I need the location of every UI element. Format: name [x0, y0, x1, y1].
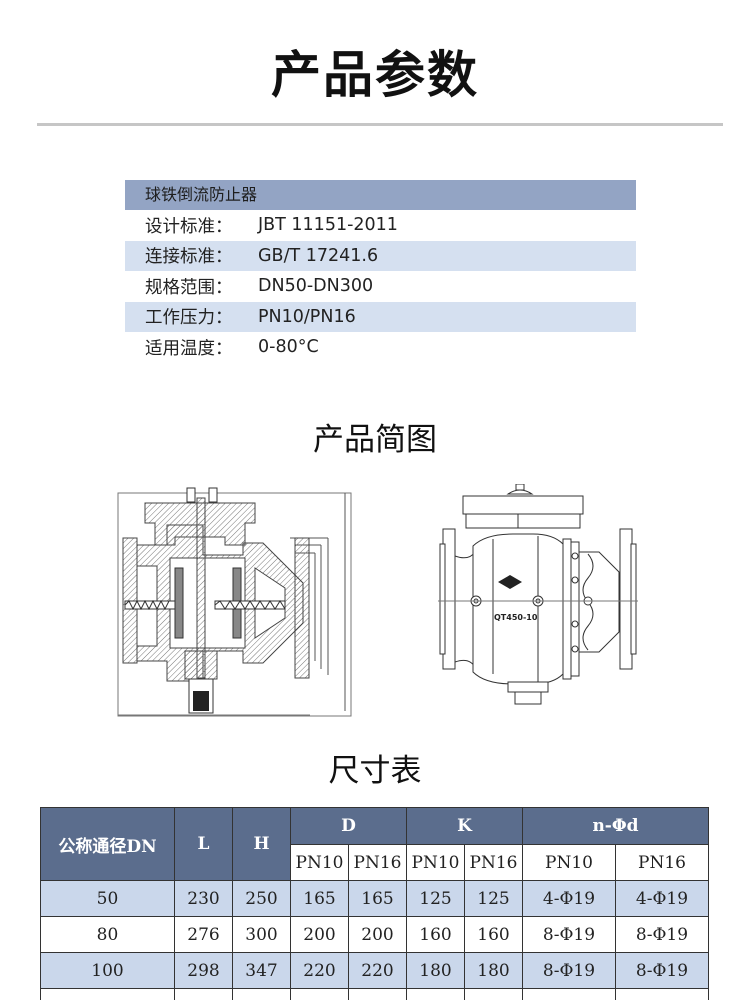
cell-d10: 220 [290, 952, 349, 989]
cell-k10: 180 [406, 952, 465, 989]
cell-dn: 50 [40, 880, 175, 917]
spec-value: JBT 11151-2011 [258, 215, 398, 236]
header-l: L [174, 807, 233, 881]
cell-k16: 125 [464, 880, 523, 917]
table-row: 50 230 250 165 165 125 125 4-Φ19 4-Φ19 [40, 880, 709, 917]
cell-l: 276 [174, 916, 233, 953]
cell-nd10: 4-Φ19 [522, 880, 616, 917]
size-table-title: 尺寸表 [328, 753, 422, 789]
header-d-pn16: PN16 [348, 844, 407, 881]
valve-section-drawing [117, 487, 352, 717]
body-marking: QT450-10 [494, 613, 538, 622]
spec-row: 设计标准： JBT 11151-2011 [125, 210, 636, 241]
spec-label: 工作压力： [145, 308, 233, 329]
cell-h [232, 988, 291, 1000]
spec-label: 设计标准： [145, 216, 233, 237]
spec-product-name: 球铁倒流防止器 [125, 180, 636, 210]
valve-external-drawing: QT450-10 [438, 484, 638, 705]
table-row: 80 276 300 200 200 160 160 8-Φ19 8-Φ19 [40, 916, 709, 953]
cell-dn: 100 [40, 952, 175, 989]
cell-l: 298 [174, 952, 233, 989]
spec-label: 适用温度： [145, 338, 233, 359]
spec-value: DN50-DN300 [258, 276, 374, 297]
cell-d16: 165 [348, 880, 407, 917]
spec-value: PN10/PN16 [258, 306, 356, 327]
cell-d16 [348, 988, 407, 1000]
cell-k16: 180 [464, 952, 523, 989]
page-title: 产品参数 [271, 46, 479, 104]
cell-k10: 160 [406, 916, 465, 953]
cell-k16: 160 [464, 916, 523, 953]
header-d: D [290, 807, 407, 845]
cell-h: 300 [232, 916, 291, 953]
cell-l [174, 988, 233, 1000]
spec-value: 0-80°C [258, 337, 319, 358]
spec-table: 球铁倒流防止器 设计标准： JBT 11151-2011 连接标准： GB/T … [125, 180, 636, 363]
cell-nd16: 4-Φ19 [615, 880, 709, 917]
diagram-title: 产品简图 [313, 422, 437, 458]
cell-nd10: 8-Φ19 [522, 952, 616, 989]
cell-k10: 125 [406, 880, 465, 917]
header-dn: 公称通径DN [40, 807, 175, 881]
spec-row: 适用温度： 0-80°C [125, 332, 636, 363]
table-row [40, 988, 709, 1000]
cell-k16 [464, 988, 523, 1000]
brand-logo-icon [498, 575, 522, 589]
cell-nd16: 8-Φ19 [615, 952, 709, 989]
cell-nd10 [522, 988, 616, 1000]
cell-l: 230 [174, 880, 233, 917]
header-k-pn16: PN16 [464, 844, 523, 881]
cell-nd10: 8-Φ19 [522, 916, 616, 953]
cell-d10: 200 [290, 916, 349, 953]
cell-d10 [290, 988, 349, 1000]
header-nd-pn10: PN10 [522, 844, 616, 881]
cell-nd16 [615, 988, 709, 1000]
spec-row: 工作压力： PN10/PN16 [125, 301, 636, 332]
header-nd-pn16: PN16 [615, 844, 709, 881]
header-k-pn10: PN10 [406, 844, 465, 881]
header-h: H [232, 807, 291, 881]
cell-dn: 80 [40, 916, 175, 953]
header-d-pn10: PN10 [290, 844, 349, 881]
spec-value: GB/T 17241.6 [258, 245, 379, 266]
size-table: 公称通径DN L H D K n-Φd PN10 PN16 PN10 PN16 … [40, 807, 709, 1000]
title-divider [37, 123, 723, 126]
cell-k10 [406, 988, 465, 1000]
cell-nd16: 8-Φ19 [615, 916, 709, 953]
header-k: K [406, 807, 523, 845]
spec-label: 规格范围： [145, 277, 233, 298]
cell-d16: 220 [348, 952, 407, 989]
cell-h: 347 [232, 952, 291, 989]
spec-label: 连接标准： [145, 247, 233, 268]
cell-dn [40, 988, 175, 1000]
spec-row: 规格范围： DN50-DN300 [125, 271, 636, 302]
cell-h: 250 [232, 880, 291, 917]
spec-row: 连接标准： GB/T 17241.6 [125, 240, 636, 271]
table-row: 100 298 347 220 220 180 180 8-Φ19 8-Φ19 [40, 952, 709, 989]
cell-d10: 165 [290, 880, 349, 917]
cell-d16: 200 [348, 916, 407, 953]
header-nd: n-Φd [522, 807, 709, 845]
